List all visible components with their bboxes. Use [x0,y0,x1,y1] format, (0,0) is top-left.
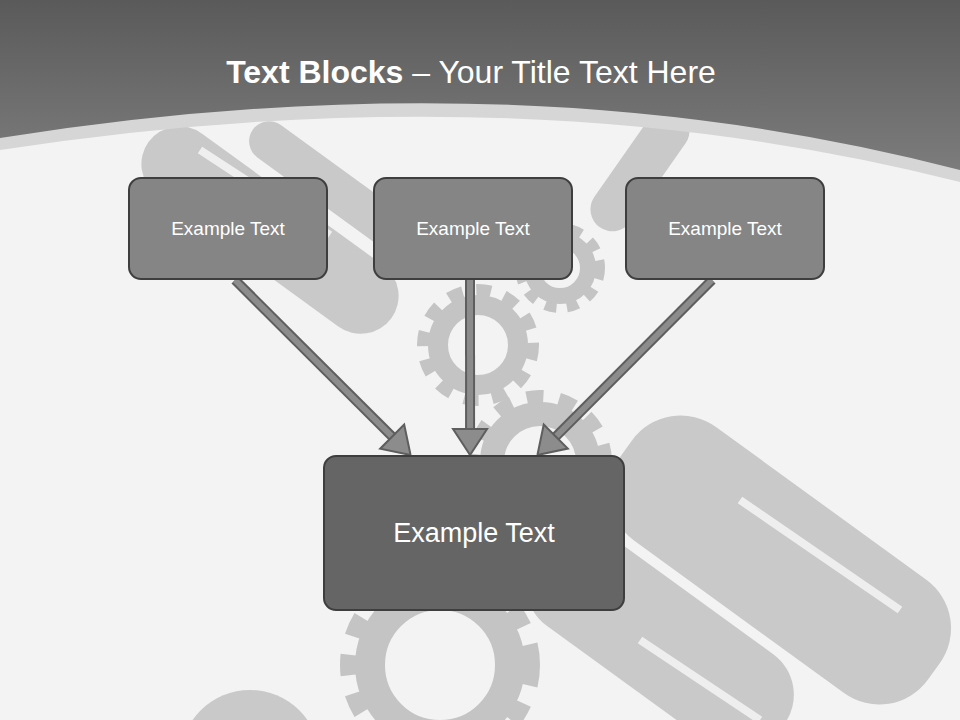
text-block: Example Text [128,177,328,280]
block-text: Example Text [393,518,555,549]
block-arrow [537,280,712,455]
block-arrow [235,280,411,455]
block-arrow [453,280,487,455]
text-block: Example Text [323,455,625,611]
block-text: Example Text [416,218,530,240]
tools-illustration [126,100,960,720]
block-text: Example Text [668,218,782,240]
block-text: Example Text [171,218,285,240]
text-block: Example Text [625,177,825,280]
slide-title: Text Blocks – Your Title Text Here [0,54,942,91]
text-block: Example Text [373,177,573,280]
